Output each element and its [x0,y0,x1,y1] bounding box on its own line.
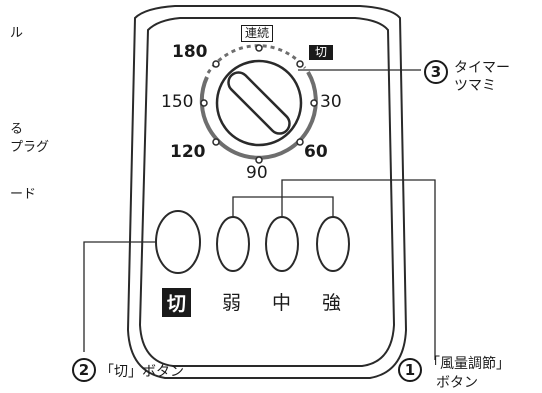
callout-number-fan-buttons: 1 [398,358,422,382]
left-fragment-2: る [10,122,24,137]
leader-off-button [83,241,155,352]
tick-30 [310,99,318,107]
medium-button-shape [265,216,299,272]
callout-timer-line1: タイマー [454,60,510,76]
leader-fan-buttons [281,179,436,360]
tick-90 [255,156,263,164]
bracket-fan-buttons [232,196,334,217]
panel-housing-inner [138,17,396,367]
off-button-shape [155,210,201,274]
tick-off [296,60,304,68]
dial-mark-120: 120 [170,142,206,162]
dial-mark-150: 150 [161,92,194,112]
timer-knob-grip [227,71,291,135]
strong-button-shape [316,216,350,272]
tick-180 [212,60,220,68]
strong-button-label: 強 [322,292,342,314]
off-button-label: 切 [162,288,192,317]
dial-mark-180: 180 [172,42,208,62]
tick-60 [296,138,304,146]
callout-fan-buttons-line2: ボタン [436,375,478,391]
left-fragment-1: ル [10,26,24,41]
continuous-label: 連続 [241,25,274,42]
weak-button-label: 弱 [222,292,242,314]
dial-mark-60: 60 [304,142,328,162]
left-fragment-3: プラグ [10,140,50,155]
dial-off-label: 切 [309,45,334,60]
callout-number-timer: 3 [424,60,448,84]
callout-off-button-text: 「切」ボタン [100,364,184,380]
callout-number-off-button: 2 [72,358,96,382]
panel-housing-outer [126,5,408,379]
medium-button-label: 中 [272,292,292,314]
tick-120 [212,138,220,146]
weak-button-shape [216,216,250,272]
tick-150 [200,99,208,107]
dial-mark-30: 30 [320,92,342,112]
callout-timer-line2: ツマミ [454,78,496,94]
callout-fan-buttons-line1: 「風量調節」 [426,356,510,372]
tick-continuous [255,44,263,52]
continuous-arc [206,44,307,74]
dial-mark-90: 90 [246,163,268,183]
left-fragment-4: ード [10,187,37,202]
